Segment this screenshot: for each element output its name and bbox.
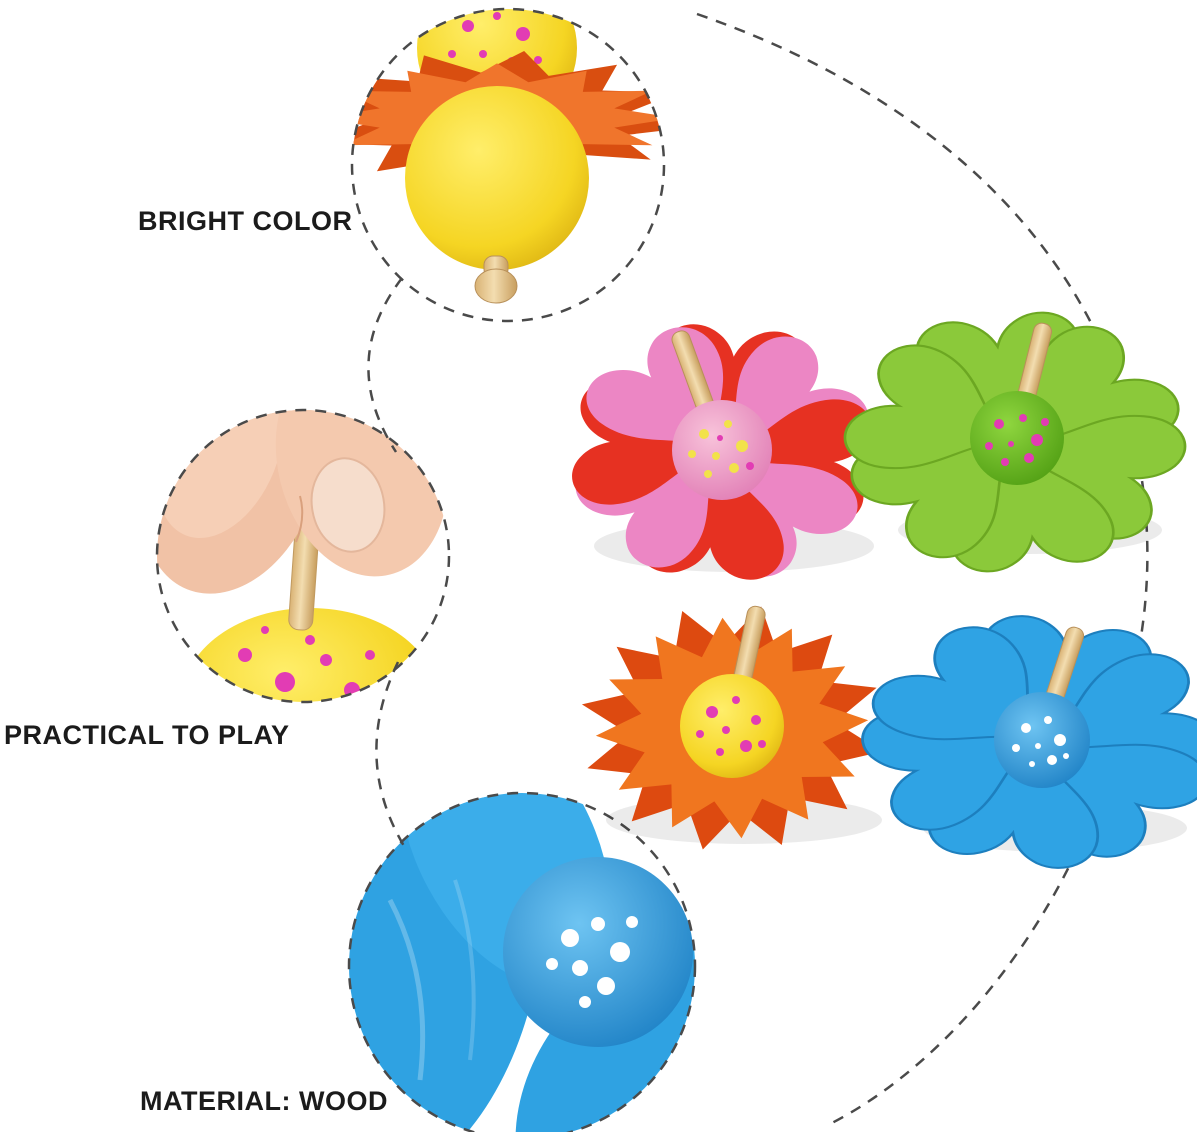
material-wood-label: MATERIAL: WOOD <box>140 1086 388 1116</box>
connector-dashed-bottom <box>375 661 406 847</box>
pink-dots <box>717 435 754 470</box>
spinning-top-red-pink <box>562 315 882 589</box>
practical-closeup-photo <box>157 410 449 702</box>
index-finger <box>275 410 449 577</box>
blue-ball <box>994 692 1090 788</box>
pink-dots <box>696 696 766 756</box>
practical-callout-circle <box>155 408 451 704</box>
spinning-top-green <box>832 307 1197 577</box>
fingernail <box>310 457 386 553</box>
closeup-blue-ball <box>503 857 693 1047</box>
spinning-top-orange-sun <box>552 582 912 874</box>
wooden-knob <box>474 255 518 304</box>
bright-color-label: BRIGHT COLOR <box>138 206 353 236</box>
material-callout-circle <box>347 791 697 1132</box>
pink-ball <box>672 400 772 500</box>
yellow-dots <box>688 420 748 478</box>
bright-color-callout-circle <box>350 7 666 323</box>
bright-color-closeup-photo <box>352 9 664 321</box>
closeup-yellow-body <box>405 86 589 270</box>
connector-dashed-top <box>367 277 403 453</box>
dashed-callout-outlines <box>155 7 1149 1132</box>
yellow-ball <box>680 674 784 778</box>
spinning-top-blue <box>851 609 1197 875</box>
closeup-dome-dots <box>224 626 375 698</box>
green-ball <box>970 391 1064 485</box>
white-dots <box>1012 716 1069 767</box>
closeup-white-dots <box>546 916 638 1008</box>
practical-to-play-label: PRACTICAL TO PLAY <box>4 720 290 750</box>
pink-dots <box>985 414 1049 466</box>
